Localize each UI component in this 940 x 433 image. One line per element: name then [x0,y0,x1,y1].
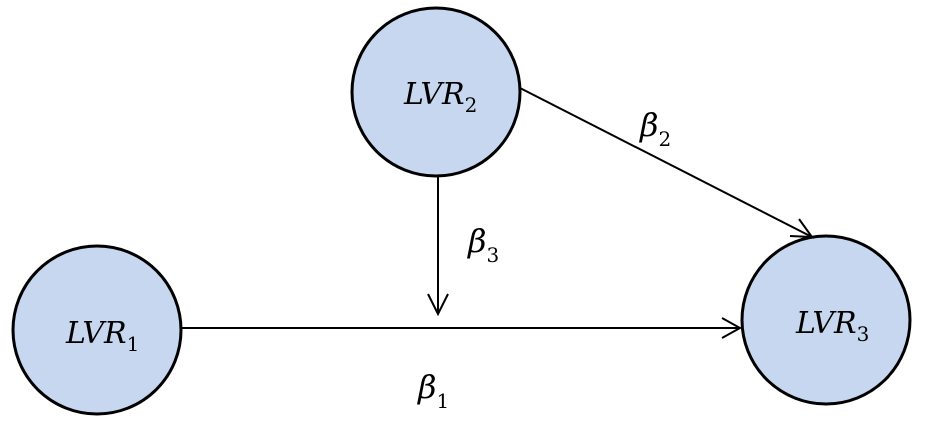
edge-beta1 [182,317,743,339]
edge-beta2-line [519,87,813,238]
edge-beta3-label: β3 [467,222,499,267]
edge-beta2 [519,87,815,239]
node-lvr2-label: LVR2 [403,77,477,117]
edge-beta2-label: β2 [639,106,671,151]
edge-beta3 [427,174,449,317]
node-lvr1-label: LVR1 [65,316,139,356]
node-lvr3-label: LVR3 [795,306,869,346]
edge-beta1-arrowhead [721,317,743,339]
node-lvr3: LVR3 [740,234,912,406]
node-lvr3-circle [740,234,912,406]
node-lvr2: LVR2 [350,6,522,178]
node-lvr1: LVR1 [11,244,183,416]
node-lvr2-circle [350,6,522,178]
edge-beta3-arrowhead [427,293,449,317]
edge-beta1-label: β1 [417,368,449,413]
node-lvr1-circle [11,244,183,416]
